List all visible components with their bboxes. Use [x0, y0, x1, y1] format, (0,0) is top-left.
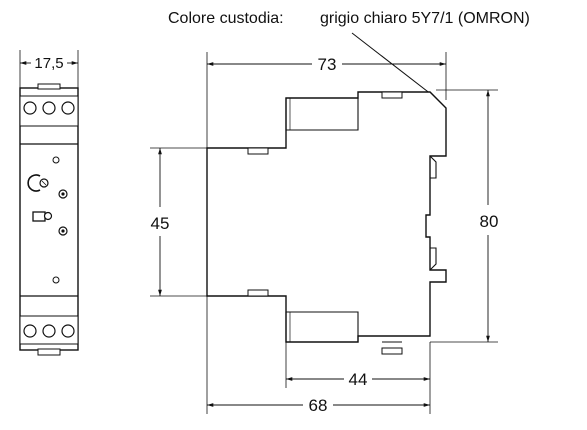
housing-color-value: grigio chiaro 5Y7/1 (OMRON) [320, 10, 530, 27]
clip-span-label: 44 [349, 370, 368, 389]
bottom-rear-tab [381, 347, 403, 355]
total-height-label: 80 [480, 212, 499, 231]
mode-switch-icon [32, 211, 46, 222]
top-rear-tab [381, 91, 403, 99]
terminal-screw-icon [42, 101, 56, 115]
led-indicator-icon [52, 276, 60, 284]
side-view: 73 80 45 44 [150, 52, 498, 415]
front-view: 17,5 [19, 50, 79, 356]
mode-switch-knob [43, 211, 53, 221]
upper-step-inner [285, 98, 359, 131]
time-range-selector-icon [27, 174, 41, 192]
housing-color-label: Colore custodia: [168, 10, 284, 27]
bottom-latch-tab [247, 289, 269, 297]
terminal-screw-icon [23, 101, 37, 115]
terminal-screw-icon [42, 324, 56, 338]
led-indicator-icon [52, 156, 60, 164]
terminal-screw-icon [61, 101, 75, 115]
front-width-label: 17,5 [34, 55, 63, 72]
din-clip-upper [429, 155, 437, 179]
terminal-screw-icon [23, 324, 37, 338]
adjust-knob-center [61, 229, 65, 233]
din-clip-lower [429, 247, 437, 271]
overall-depth-label: 73 [318, 55, 337, 74]
rail-height-label: 45 [151, 214, 170, 233]
callout-leader-line [351, 32, 437, 99]
lower-step-inner [285, 311, 359, 342]
top-latch-tab [247, 147, 269, 155]
rear-corner-bevel [429, 91, 447, 109]
terminal-screw-icon [61, 324, 75, 338]
body-depth-label: 68 [309, 396, 328, 415]
front-top-tab [37, 83, 61, 90]
knob-slot-mark [41, 180, 47, 186]
adjust-knob-center [61, 192, 65, 196]
front-bottom-tab [37, 348, 61, 356]
